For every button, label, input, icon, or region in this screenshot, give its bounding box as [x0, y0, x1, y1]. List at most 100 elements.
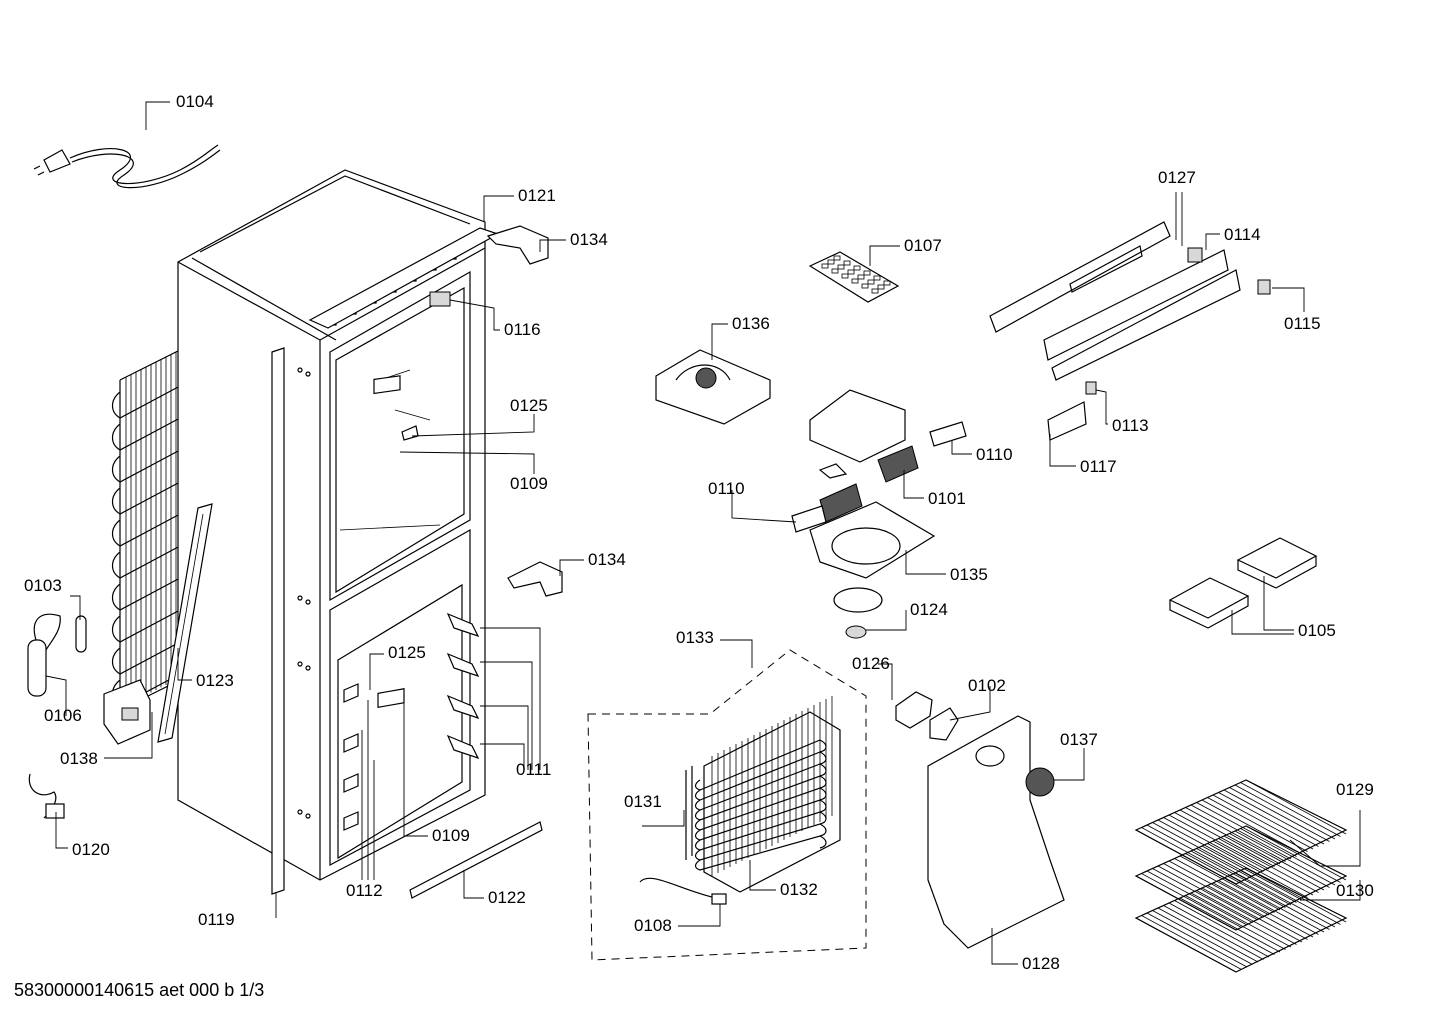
- label-0101: 0101: [928, 489, 966, 508]
- cabinet-body-part: [177, 169, 486, 895]
- screw-hole: [297, 595, 303, 601]
- shelf-wire: [1201, 845, 1303, 901]
- shelf-wire: [1146, 912, 1248, 968]
- shelf-wire: [1185, 895, 1286, 950]
- leader-line: [70, 595, 81, 620]
- shelf-wire: [1141, 873, 1242, 928]
- screw-hole: [305, 599, 311, 605]
- shelf-wire: [1196, 802, 1297, 857]
- shelf-wire: [1245, 867, 1347, 923]
- leader-line: [905, 550, 946, 575]
- leader-line: [903, 470, 924, 499]
- shelf-wire: [1135, 875, 1237, 931]
- leader-line: [642, 810, 685, 827]
- fan-shroud-part: [809, 501, 936, 579]
- ice-cell: [831, 268, 839, 274]
- label-0112: 0112: [346, 881, 383, 900]
- shelf-wire: [1135, 917, 1237, 973]
- shelf-wire: [1157, 865, 1259, 921]
- leader-line: [749, 860, 776, 891]
- clip-0113-part: [1085, 381, 1097, 395]
- label-0108: 0108: [634, 916, 672, 935]
- hinge-upper-part: [486, 225, 549, 265]
- label-0109-upper: 0109: [510, 474, 548, 493]
- screw-hole: [297, 809, 303, 815]
- leader-line: [869, 245, 900, 266]
- label-0123: 0123: [196, 671, 234, 690]
- wire-shelf: [1134, 867, 1348, 973]
- leader-line: [1095, 389, 1108, 425]
- shelf-wire: [1218, 880, 1319, 935]
- shelf-wire: [1207, 885, 1308, 940]
- label-0124: 0124: [910, 600, 948, 619]
- ice-cell: [883, 280, 891, 286]
- label-0130: 0130: [1336, 881, 1374, 900]
- relay-part: [103, 679, 151, 745]
- shelf-wire: [1212, 840, 1314, 896]
- condenser-tube: [111, 513, 181, 547]
- lamp-socket-part: [429, 291, 451, 307]
- leader-line: [559, 559, 584, 576]
- evaporator-outline: [587, 649, 867, 961]
- shelf-wire: [1152, 910, 1253, 965]
- leader-line: [711, 323, 728, 360]
- condenser-tube: [111, 609, 181, 643]
- document-code: 58300000140615 aet 000 b 1/3: [14, 980, 265, 1000]
- shelf-wire: [1135, 829, 1237, 885]
- feet-part: [1168, 537, 1318, 629]
- drawer-clip: [343, 683, 359, 703]
- shelf-wire: [1229, 875, 1330, 930]
- leader-line: [403, 694, 428, 837]
- label-0136: 0136: [732, 314, 770, 333]
- label-0103: 0103: [24, 576, 62, 595]
- drawer-clip: [343, 811, 359, 831]
- shelf-wire: [1234, 784, 1336, 840]
- leader-line: [1049, 434, 1076, 467]
- condenser-grid-part: [111, 349, 181, 711]
- leader-line: [866, 610, 907, 631]
- power-cord-part: [33, 144, 221, 189]
- label-0109-lower: 0109: [432, 826, 470, 845]
- label-0105: 0105: [1298, 621, 1336, 640]
- label-0107: 0107: [904, 236, 942, 255]
- label-0127: 0127: [1158, 168, 1196, 187]
- ice-cell: [857, 274, 865, 280]
- ice-cell: [851, 278, 859, 284]
- leader-line: [878, 663, 893, 700]
- shelf-wire: [1229, 833, 1330, 888]
- shelf-wire: [1223, 789, 1325, 845]
- condenser-tube: [111, 577, 181, 611]
- leader-line: [1300, 880, 1361, 901]
- label-0122: 0122: [488, 888, 526, 907]
- shelf-wire: [1218, 792, 1319, 847]
- leader-line: [369, 653, 384, 690]
- label-0132: 0132: [780, 880, 818, 899]
- label-0137: 0137: [1060, 730, 1098, 749]
- leader-line: [949, 686, 991, 721]
- label-0111: 0111: [516, 760, 552, 779]
- condenser-tube: [111, 385, 181, 419]
- shelf-wire: [1240, 782, 1341, 837]
- condenser-tube: [111, 449, 181, 483]
- shelf-wire: [1146, 824, 1248, 880]
- shelf-wire: [1152, 868, 1253, 923]
- shelf-wire: [1190, 892, 1292, 948]
- label-0129: 0129: [1336, 780, 1374, 799]
- shelf-wire: [1240, 870, 1341, 925]
- leader-line: [463, 870, 484, 899]
- screw-hole: [297, 661, 303, 667]
- ice-cell: [821, 263, 829, 269]
- ice-cell: [861, 283, 869, 289]
- leader-line: [145, 101, 170, 130]
- leader-line: [361, 700, 375, 880]
- screw-hole: [297, 367, 303, 373]
- label-0116: 0116: [504, 320, 541, 339]
- label-0134-lower: 0134: [588, 550, 626, 569]
- shelf-wire: [1174, 858, 1275, 913]
- label-0104: 0104: [176, 92, 214, 111]
- leader-line: [731, 490, 797, 523]
- label-0125-lower: 0125: [388, 643, 426, 662]
- fan-motor-assembly-part: [791, 389, 967, 533]
- shelf-wire: [1163, 817, 1264, 872]
- label-0110-right: 0110: [976, 445, 1013, 464]
